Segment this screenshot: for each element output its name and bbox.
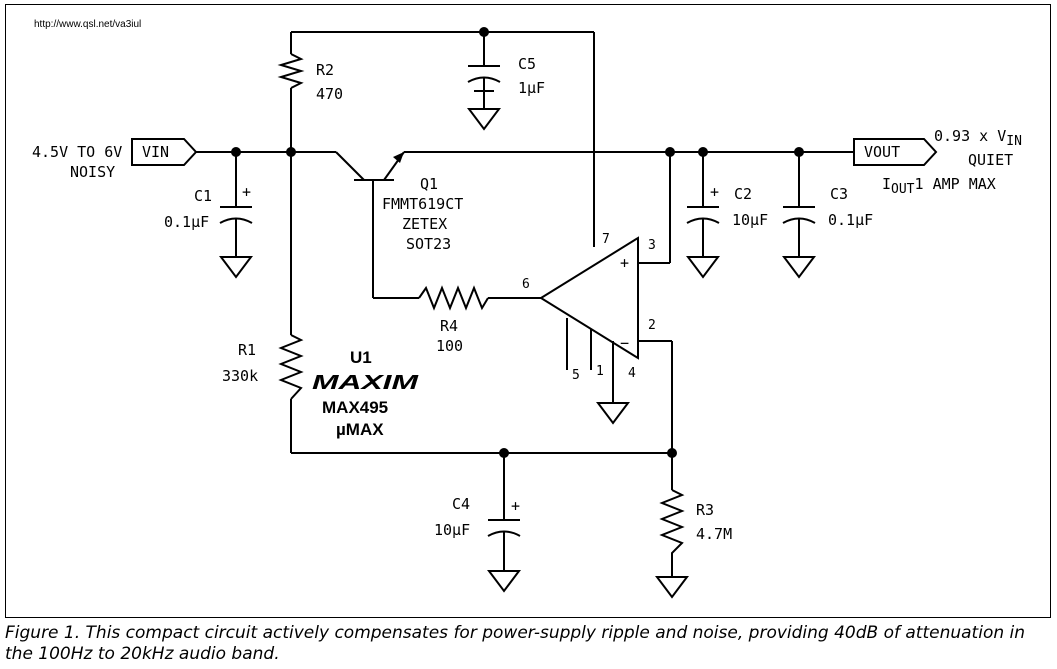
wires (196, 31, 854, 508)
output-quiet: QUIET (968, 151, 1013, 169)
maxim-logo: MAXIM (312, 372, 420, 394)
pin-5: 5 (572, 368, 580, 383)
opamp-minus: − (620, 334, 629, 352)
resistor-r1 (278, 334, 304, 400)
capacitor-c1 (219, 195, 253, 257)
output-ratio: 0.93 x VIN (934, 127, 1022, 149)
capacitor-c2 (686, 195, 720, 257)
r2-value: 470 (316, 85, 343, 103)
ground-icon-c2 (686, 256, 720, 279)
junction-dots (231, 27, 804, 458)
q1-part: FMMT619CT (382, 195, 463, 213)
resistor-r2 (277, 53, 305, 89)
r3-ref: R3 (696, 501, 714, 519)
u1-package: µMAX (336, 420, 384, 439)
input-voltage-range: 4.5V TO 6V (32, 143, 122, 161)
ground-icon-c4 (487, 570, 521, 593)
resistor-r3 (659, 489, 685, 577)
pin-2: 2 (648, 318, 656, 333)
figure-frame: http://www.qsl.net/va3iul (5, 4, 1051, 618)
ground-icon-c1 (219, 256, 253, 279)
c4-polarity: + (511, 497, 520, 515)
c4-ref: C4 (452, 495, 470, 513)
ground-icon-c5 (467, 90, 501, 131)
c3-value: 0.1µF (828, 211, 873, 229)
pin-1: 1 (596, 364, 604, 379)
capacitor-c4 (487, 508, 521, 571)
resistor-r4 (418, 285, 489, 311)
c1-value: 0.1µF (164, 213, 209, 231)
vout-port: VOUT (853, 138, 938, 166)
c4-value: 10µF (434, 521, 470, 539)
figure-caption: Figure 1. This compact circuit actively … (5, 623, 1026, 664)
c2-value: 10µF (732, 211, 768, 229)
output-current: IOUT1 AMP MAX (882, 175, 996, 197)
r2-ref: R2 (316, 61, 334, 79)
vin-port: VIN (131, 138, 198, 166)
u1-part: MAX495 (322, 398, 388, 417)
input-noise-note: NOISY (70, 163, 115, 181)
pin-7: 7 (602, 232, 610, 247)
u1-ref: U1 (350, 348, 372, 367)
r4-value: 100 (436, 337, 463, 355)
c2-polarity: + (710, 183, 719, 201)
q1-package: SOT23 (406, 235, 451, 253)
vin-label: VIN (142, 143, 169, 161)
c2-ref: C2 (734, 185, 752, 203)
q1-maker: ZETEX (402, 215, 447, 233)
c1-ref: C1 (194, 187, 212, 205)
ground-icon-c3 (782, 256, 816, 279)
pin-4: 4 (628, 366, 636, 381)
c3-ref: C3 (830, 185, 848, 203)
r1-value: 330k (222, 367, 258, 385)
capacitor-c3 (782, 195, 816, 257)
c5-ref: C5 (518, 55, 536, 73)
r3-value: 4.7M (696, 525, 732, 543)
q1-ref: Q1 (420, 175, 438, 193)
c1-polarity: + (242, 183, 251, 201)
r4-ref: R4 (440, 317, 458, 335)
pin-3: 3 (648, 238, 656, 253)
transistor-q1 (335, 151, 405, 181)
c5-value: 1µF (518, 79, 545, 97)
circuit-schematic: http://www.qsl.net/va3iul (32, 19, 1022, 599)
ground-icon-r3 (655, 576, 689, 599)
vout-label: VOUT (864, 143, 900, 161)
ground-icon-opamp (596, 402, 630, 425)
r1-ref: R1 (238, 341, 256, 359)
capacitor-c5 (467, 65, 501, 109)
opamp-plus: + (620, 254, 629, 272)
pin-6: 6 (522, 277, 530, 292)
opamp-u1 (539, 236, 639, 360)
source-url: http://www.qsl.net/va3iul (34, 19, 141, 30)
